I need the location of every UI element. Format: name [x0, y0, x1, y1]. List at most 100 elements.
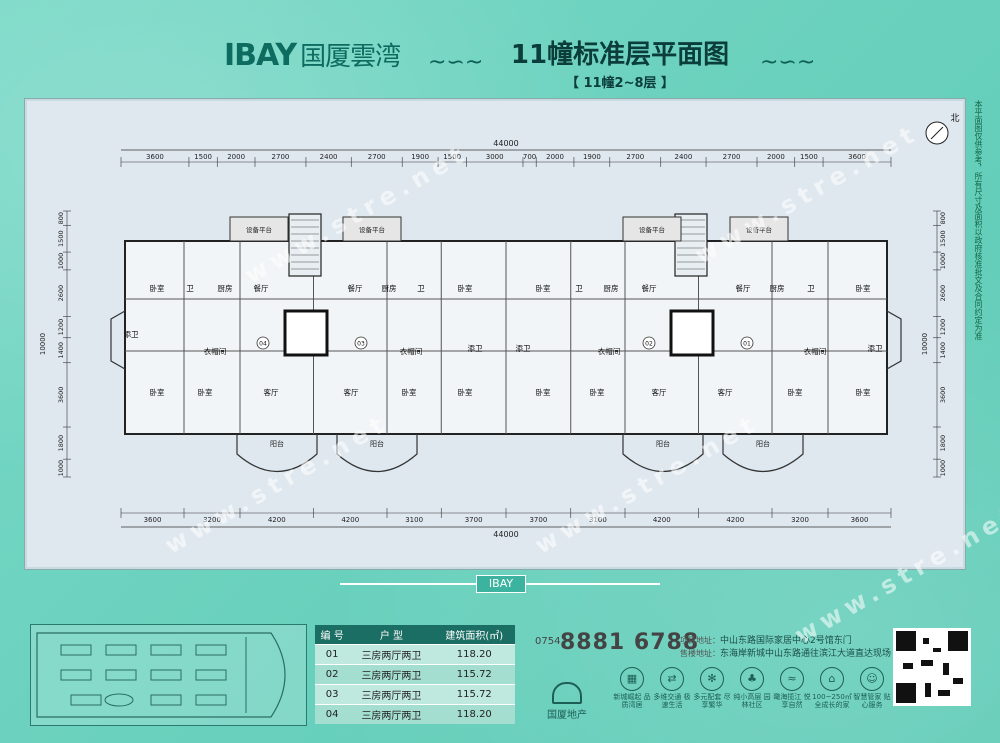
room-label: 餐厅 [642, 284, 657, 293]
unit-area: 118.20 [433, 704, 515, 724]
room-label: 阳台 [370, 439, 384, 448]
bay-window [110, 310, 126, 370]
dimension-label: 3600 [939, 387, 947, 404]
disclaimer-note: 本平面图仅供参考，所有尺寸及面积以政府核准批文及合同约定为准 [974, 100, 983, 340]
room-label: 衣帽间 [400, 346, 423, 356]
room-label: 卧室 [536, 283, 551, 293]
room-label: 卧室 [150, 283, 165, 293]
company-logo: 国厦地产 [532, 682, 602, 721]
room-label: 阳台 [756, 439, 770, 448]
dimension-label: 2700 [272, 153, 290, 161]
dimension-label: 3600 [848, 153, 866, 161]
dimension-label: 800 [57, 212, 65, 224]
room-label: 厨房 [218, 283, 233, 293]
bay-window [886, 310, 902, 370]
dimension-label: 4200 [726, 516, 744, 524]
home-icon: ⌂ [820, 667, 844, 691]
elevator-core [669, 309, 715, 357]
balcony-outline [236, 434, 318, 473]
traffic-icon: ⇄ [660, 667, 684, 691]
project-address: 项目地址：中山东路国际家居中心2号馆东门 [680, 636, 852, 646]
dimension-label: 1000 [939, 253, 947, 270]
balcony-outline [722, 434, 804, 473]
balcony-outline [622, 434, 704, 473]
dimension-label: 1000 [57, 460, 65, 477]
qr-code [893, 628, 971, 706]
minimap-drawing [36, 632, 286, 718]
dimension-label: 700 [523, 153, 536, 161]
dimension-label: 1400 [939, 342, 947, 359]
room-label: 设备平台 [359, 225, 385, 234]
unit-marker [642, 336, 656, 350]
feature-label: 多元配套 尽享繁华 [693, 693, 731, 710]
stairwell [288, 213, 322, 277]
feature-label: 100~250㎡ 全成长的家 [812, 693, 852, 710]
logo-text-cn: 国厦雲湾 [300, 42, 401, 72]
logo-text: IBAY [224, 38, 297, 73]
table-header: 建筑面积(㎡) [433, 625, 515, 645]
room-label: 阳台 [270, 439, 284, 448]
room-label: 卧室 [402, 387, 417, 397]
room-label: 客厅 [344, 387, 359, 397]
dimension-label: 1800 [57, 435, 65, 452]
room-label: 厨房 [382, 283, 397, 293]
river-icon: ≈ [780, 667, 804, 691]
room-label: 添卫 [468, 344, 483, 353]
feature-item: ≈ 瞰海揽江 悦享自然 [772, 667, 812, 709]
dimension-label: 2000 [767, 153, 785, 161]
dimension-label: 1500 [800, 153, 818, 161]
dimension-label: 2700 [723, 153, 741, 161]
equipment-platform [229, 216, 289, 242]
unit-marker [740, 336, 754, 350]
feature-item: ⌂ 100~250㎡ 全成长的家 [812, 667, 852, 709]
feature-label: 纯小高层 园林社区 [733, 693, 771, 710]
dimension-label: 3700 [465, 516, 483, 524]
room-label: 卧室 [536, 387, 551, 397]
dimension-label: 1900 [583, 153, 601, 161]
dimension-label: 4200 [341, 516, 359, 524]
room-label: 客厅 [652, 387, 667, 397]
feature-item: ✻多元配套 尽享繁华 [692, 667, 732, 709]
dimension-label: 3600 [851, 516, 869, 524]
room-label: 卧室 [458, 283, 473, 293]
dimension-label: 1400 [57, 342, 65, 359]
room-label: 卧室 [198, 387, 213, 397]
room-label: 衣帽间 [204, 346, 227, 356]
room-label: 卧室 [856, 283, 871, 293]
room-label: 卫 [575, 284, 583, 293]
dimension-label: 1500 [57, 230, 65, 247]
unit-marker [256, 336, 270, 350]
unit-type: 三房两厅两卫 [349, 684, 434, 705]
table-header: 编 号 [315, 625, 350, 645]
dimension-label: 3200 [791, 516, 809, 524]
room-label: 添卫 [516, 344, 531, 353]
unit-area: 118.20 [433, 644, 515, 665]
unit-number: 04 [259, 341, 267, 348]
dimension-label: 4200 [268, 516, 286, 524]
feature-label: 瞰海揽江 悦享自然 [773, 693, 811, 710]
title-flourish-left-icon: ~∽~ [428, 50, 484, 75]
dimension-label: 2700 [626, 153, 644, 161]
dimension-label: 2600 [939, 285, 947, 302]
unit-number: 03 [315, 684, 350, 705]
room-label: 餐厅 [254, 284, 269, 293]
room-label: 卫 [417, 284, 425, 293]
dimension-label: 1000 [57, 253, 65, 270]
company-mark-icon [552, 682, 582, 704]
phone-number: 8881 6788 [560, 630, 700, 655]
dimension-label: 2000 [227, 153, 245, 161]
total-width-top: 44000 [493, 139, 518, 148]
dimension-label: 3600 [57, 387, 65, 404]
room-label: 卧室 [590, 387, 605, 397]
dimension-label: 3000 [486, 153, 504, 161]
unit-number: 02 [645, 341, 653, 348]
feature-label: 多维交通 极速生活 [653, 693, 691, 710]
feature-item: ▦新城崛起 品质湾居 [612, 667, 652, 709]
unit-number: 02 [315, 664, 350, 685]
dimension-label: 2000 [546, 153, 564, 161]
dimension-label: 1900 [411, 153, 429, 161]
room-label: 卧室 [150, 387, 165, 397]
